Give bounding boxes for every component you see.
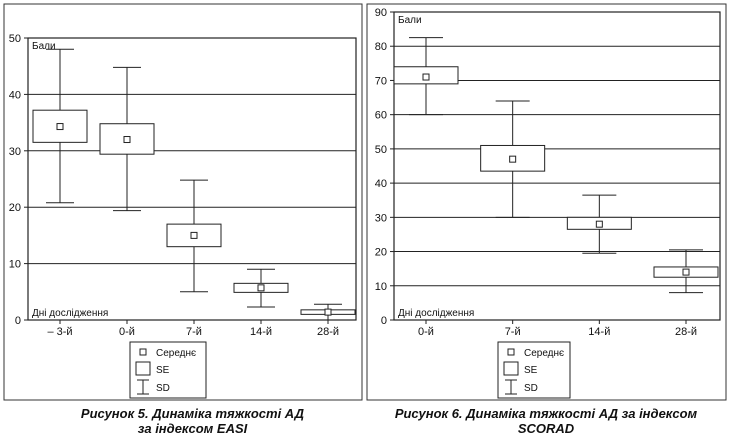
- legend-mean-label: Середнє: [156, 348, 196, 359]
- y-tick-label: 20: [375, 247, 387, 259]
- legend-sd-label: SD: [156, 383, 170, 394]
- mean-marker: [190, 231, 198, 239]
- x-tick-label: 28-й: [317, 326, 339, 338]
- y-tick-label: 10: [9, 259, 21, 271]
- chart-outer-frame: [3, 3, 363, 401]
- legend-se-label: SE: [156, 365, 170, 376]
- mean-marker: [257, 284, 265, 292]
- x-tick-label: 14-й: [250, 326, 272, 338]
- y-tick-label: 20: [9, 202, 21, 214]
- y-axis-title: Бали: [398, 15, 422, 26]
- figure-5-caption-line-1: Рисунок 5. Динаміка тяжкості АД: [80, 406, 305, 421]
- legend-mean-swatch: [139, 348, 147, 356]
- mean-marker: [509, 155, 517, 163]
- mean-marker: [324, 308, 332, 316]
- x-tick-label: 0-й: [119, 326, 135, 338]
- figure-5-caption: Рисунок 5. Динаміка тяжкості АД за індек…: [20, 406, 365, 436]
- x-tick-label: 28-й: [675, 326, 697, 338]
- x-tick-label: 14-й: [588, 326, 610, 338]
- y-tick-label: 50: [375, 144, 387, 156]
- figure-6-caption: Рисунок 6. Динаміка тяжкості АД за індек…: [372, 406, 720, 436]
- mean-marker: [56, 123, 64, 131]
- legend-mean-swatch: [507, 348, 515, 356]
- y-tick-label: 80: [375, 41, 387, 53]
- y-tick-label: 90: [375, 7, 387, 19]
- legend-se-label: SE: [524, 365, 538, 376]
- x-axis-title: Дні дослідження: [32, 308, 108, 319]
- y-tick-label: 30: [375, 212, 387, 224]
- legend-mean-label: Середнє: [524, 348, 564, 359]
- y-tick-label: 50: [9, 33, 21, 45]
- y-tick-label: 30: [9, 146, 21, 158]
- chart-outer-frame: [366, 3, 727, 401]
- x-tick-label: 7-й: [186, 326, 202, 338]
- x-axis-title: Дні дослідження: [398, 308, 474, 319]
- y-tick-label: 60: [375, 110, 387, 122]
- y-tick-label: 70: [375, 75, 387, 87]
- mean-marker: [123, 136, 131, 144]
- figure-6-caption-line-2: SCORAD: [517, 421, 575, 436]
- x-tick-label: 7-й: [505, 326, 521, 338]
- y-tick-label: 0: [15, 315, 21, 327]
- mean-marker: [682, 268, 690, 276]
- mean-marker: [595, 220, 603, 228]
- y-tick-label: 40: [9, 89, 21, 101]
- x-tick-label: 0-й: [418, 326, 434, 338]
- y-tick-label: 40: [375, 178, 387, 190]
- x-tick-label: – 3-й: [47, 326, 72, 338]
- figure-5-caption-line-2: за індексом EASI: [137, 421, 248, 436]
- legend-se-swatch: [135, 361, 151, 376]
- y-tick-label: 0: [381, 315, 387, 327]
- figure-6-caption-line-1: Рисунок 6. Динаміка тяжкості АД за індек…: [394, 406, 698, 421]
- plot-area: [27, 37, 357, 321]
- y-tick-label: 10: [375, 281, 387, 293]
- legend-sd-label: SD: [524, 383, 538, 394]
- y-axis-title: Бали: [32, 41, 56, 52]
- plot-area: [393, 11, 721, 321]
- mean-marker: [422, 73, 430, 81]
- legend-se-swatch: [503, 361, 519, 376]
